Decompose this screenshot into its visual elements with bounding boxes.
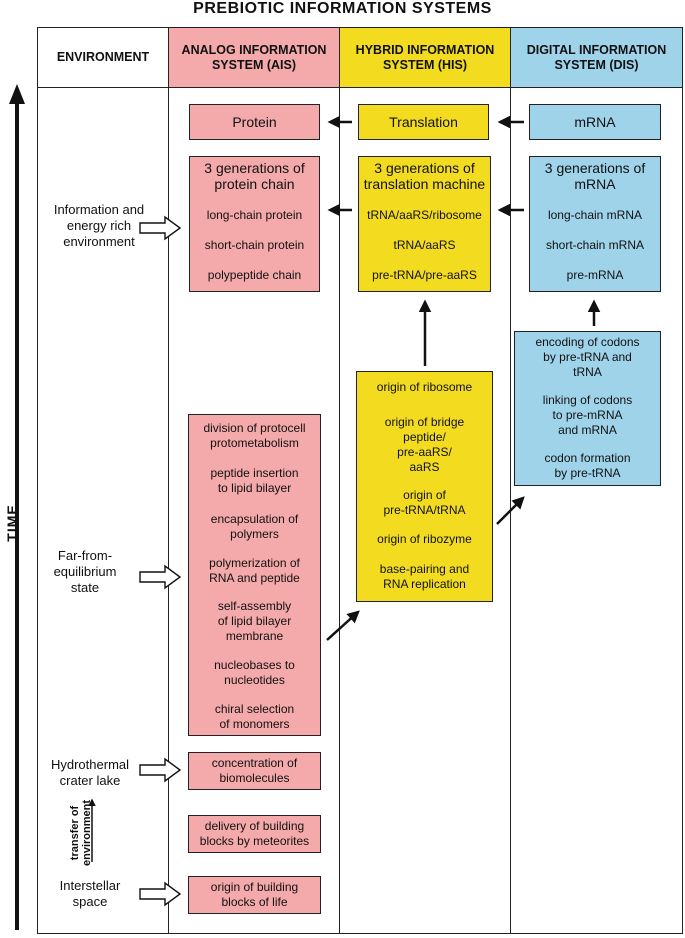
env-hollow-arrow-info — [139, 215, 182, 241]
mrna-generation-item: long-chain mRNA — [547, 208, 643, 222]
his-to-dis-diagonal-arrow — [496, 496, 525, 525]
mrna-generation-item: short-chain mRNA — [545, 238, 645, 252]
env-hollow-arrow-far — [139, 564, 182, 590]
protein-generation-item: polypeptide chain — [207, 268, 302, 282]
mrna-box: mRNA — [529, 104, 661, 140]
translation-generation-item: tRNA/aaRS — [393, 238, 456, 252]
column-divider-ais — [339, 27, 340, 934]
protein-generation-item: short-chain protein — [204, 238, 305, 252]
translation-box: Translation — [358, 104, 489, 140]
protein-generation-item: long-chain protein — [206, 208, 303, 222]
header-environment: ENVIRONMENT — [56, 50, 150, 64]
origin-step: origin of ribosome — [376, 380, 473, 394]
ais-to-his-diagonal-arrow — [326, 610, 360, 641]
header-divider — [37, 87, 683, 88]
mrna-generation-item: pre-mRNA — [566, 268, 624, 282]
time-axis-arrow — [9, 84, 25, 930]
column-divider-env — [168, 27, 169, 934]
table-frame — [37, 27, 683, 934]
protein-box: Protein — [189, 104, 320, 140]
translation-generation-item: tRNA/aaRS/ribosome — [367, 208, 482, 222]
origin-step: origin of ribozyme — [377, 532, 472, 546]
diagram-title: PREBIOTIC INFORMATION SYSTEMS — [193, 0, 492, 17]
env-hollow-arrow-hydro — [139, 757, 182, 783]
column-divider-his — [510, 27, 511, 934]
env-hollow-arrow-interstellar — [139, 881, 182, 907]
translation-generation-item: pre-tRNA/pre-aaRS — [372, 268, 477, 282]
